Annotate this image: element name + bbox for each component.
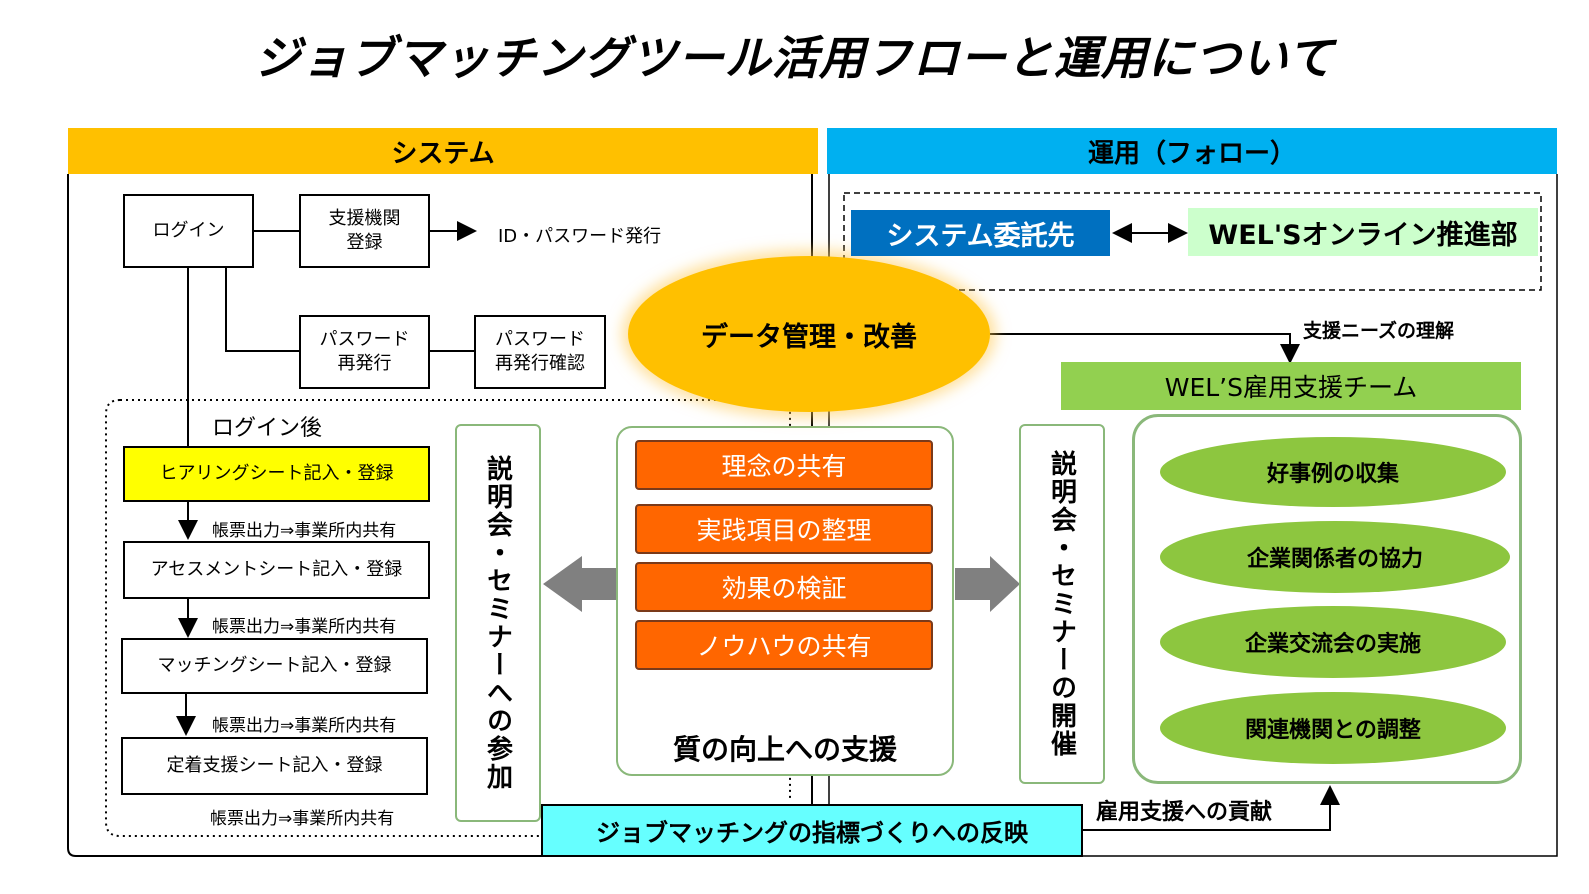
assessment-sheet-label: アセスメントシート記入・登録 [150, 559, 403, 580]
seminar-participation-box: 説明会・セミナーへの参加 [455, 424, 541, 822]
system-header: システム [68, 128, 818, 174]
password-confirm-line2: 再発行確認 [495, 353, 585, 374]
matching-sheet-box: マッチングシート記入・登録 [121, 638, 428, 694]
hearing-sheet-label: ヒアリングシート記入・登録 [159, 463, 394, 484]
employment-support-team-box: WEL’S雇用支援チーム [1061, 362, 1521, 410]
wels-online-box: WEL'Sオンライン推進部 [1188, 208, 1538, 256]
data-management-ellipse: データ管理・改善 [628, 256, 990, 412]
system-contractor-label: システム委託先 [886, 220, 1075, 252]
password-reissue-line1: パスワード [319, 329, 410, 350]
output-note-2: 帳票出力⇒事業所内共有 [212, 617, 397, 637]
company-cooperation: 企業関係者の協力 [1160, 521, 1510, 593]
support-needs-label: 支援ニーズの理解 [1303, 320, 1455, 342]
right-gray-arrow [955, 556, 1020, 612]
knowhow-sharing-item: ノウハウの共有 [635, 620, 933, 670]
password-reissue-line2: 再発行 [337, 353, 392, 374]
agency-register-line1: 支援機関 [328, 208, 401, 229]
output-note-4: 帳票出力⇒事業所内共有 [210, 809, 395, 829]
wels-online-label: WEL'Sオンライン推進部 [1208, 219, 1518, 251]
password-confirm-line1: パスワード [495, 329, 585, 350]
indicator-reflection-label: ジョブマッチングの指標づくりへの反映 [596, 819, 1028, 847]
good-practice-collection: 好事例の収集 [1160, 437, 1506, 507]
quality-support-label: 質の向上への支援 [672, 733, 897, 766]
indicator-reflection-box: ジョブマッチングの指標づくりへの反映 [541, 804, 1083, 857]
matching-sheet-label: マッチングシート記入・登録 [157, 655, 392, 676]
after-login-label: ログイン後 [212, 416, 323, 441]
system-contractor-box: システム委託先 [851, 210, 1110, 256]
assessment-sheet-box: アセスメントシート記入・登録 [123, 541, 430, 599]
output-note-3: 帳票出力⇒事業所内共有 [212, 716, 397, 736]
retention-sheet-box: 定着支援シート記入・登録 [121, 737, 428, 795]
id-issue-label: ID・パスワード発行 [498, 226, 662, 247]
system-frame [67, 174, 813, 857]
retention-sheet-label: 定着支援シート記入・登録 [166, 755, 383, 776]
employment-contribution-label: 雇用支援への貢献 [1096, 800, 1273, 825]
left-gray-arrow [543, 556, 616, 612]
related-agency-coordination: 関連機関との調整 [1160, 692, 1506, 764]
operation-dashed-box [843, 192, 1542, 291]
hearing-sheet-box: ヒアリングシート記入・登録 [123, 446, 430, 502]
employment-support-team-label: WEL’S雇用支援チーム [1164, 373, 1418, 402]
password-confirm-box: パスワード 再発行確認 [474, 315, 606, 389]
login-box: ログイン [123, 194, 254, 268]
agency-register-line2: 登録 [346, 232, 383, 253]
company-exchange-event: 企業交流会の実施 [1160, 606, 1506, 678]
seminar-hosting-box: 説明会・セミナーの開催 [1019, 424, 1105, 784]
philosophy-sharing-item: 理念の共有 [635, 440, 933, 490]
practice-items-item: 実践項目の整理 [635, 504, 933, 554]
page-title: ジョブマッチングツール活用フローと運用について [254, 31, 1335, 85]
login-label: ログイン [152, 220, 225, 241]
operation-header: 運用（フォロー） [827, 128, 1557, 174]
data-management-label: データ管理・改善 [701, 321, 917, 353]
output-note-1: 帳票出力⇒事業所内共有 [212, 521, 397, 541]
effect-verification-item: 効果の検証 [635, 562, 933, 612]
password-reissue-box: パスワード 再発行 [299, 315, 430, 389]
agency-register-box: 支援機関 登録 [299, 194, 430, 268]
